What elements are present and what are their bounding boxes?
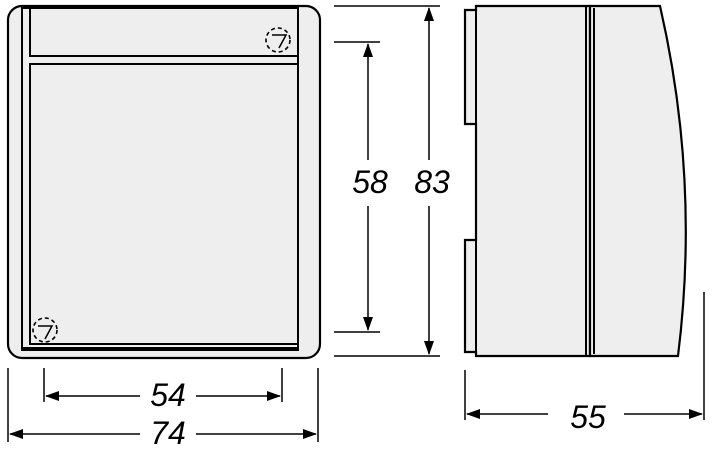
screw-icon-bottom-left [32,317,58,343]
inner-width-label: 54 [150,377,186,413]
front-view [6,4,322,360]
screw-icon-top-right [265,27,291,53]
dim-inner-height: 58 [334,41,388,333]
front-housing [6,4,322,360]
dim-inner-width: 54 [43,368,283,413]
top-label-strip [29,7,299,57]
inner-height-label: 58 [352,164,388,200]
side-view [463,4,687,358]
dim-outer-height: 83 [334,5,450,357]
side-base-body [463,4,592,358]
dim-outer-width: 74 [7,368,319,451]
dim-depth: 55 [464,292,705,435]
depth-label: 55 [570,399,606,435]
outer-height-label: 83 [414,164,450,200]
outer-width-label: 74 [150,415,186,451]
side-cover-curve [588,4,687,358]
front-cover-panel [29,63,299,345]
